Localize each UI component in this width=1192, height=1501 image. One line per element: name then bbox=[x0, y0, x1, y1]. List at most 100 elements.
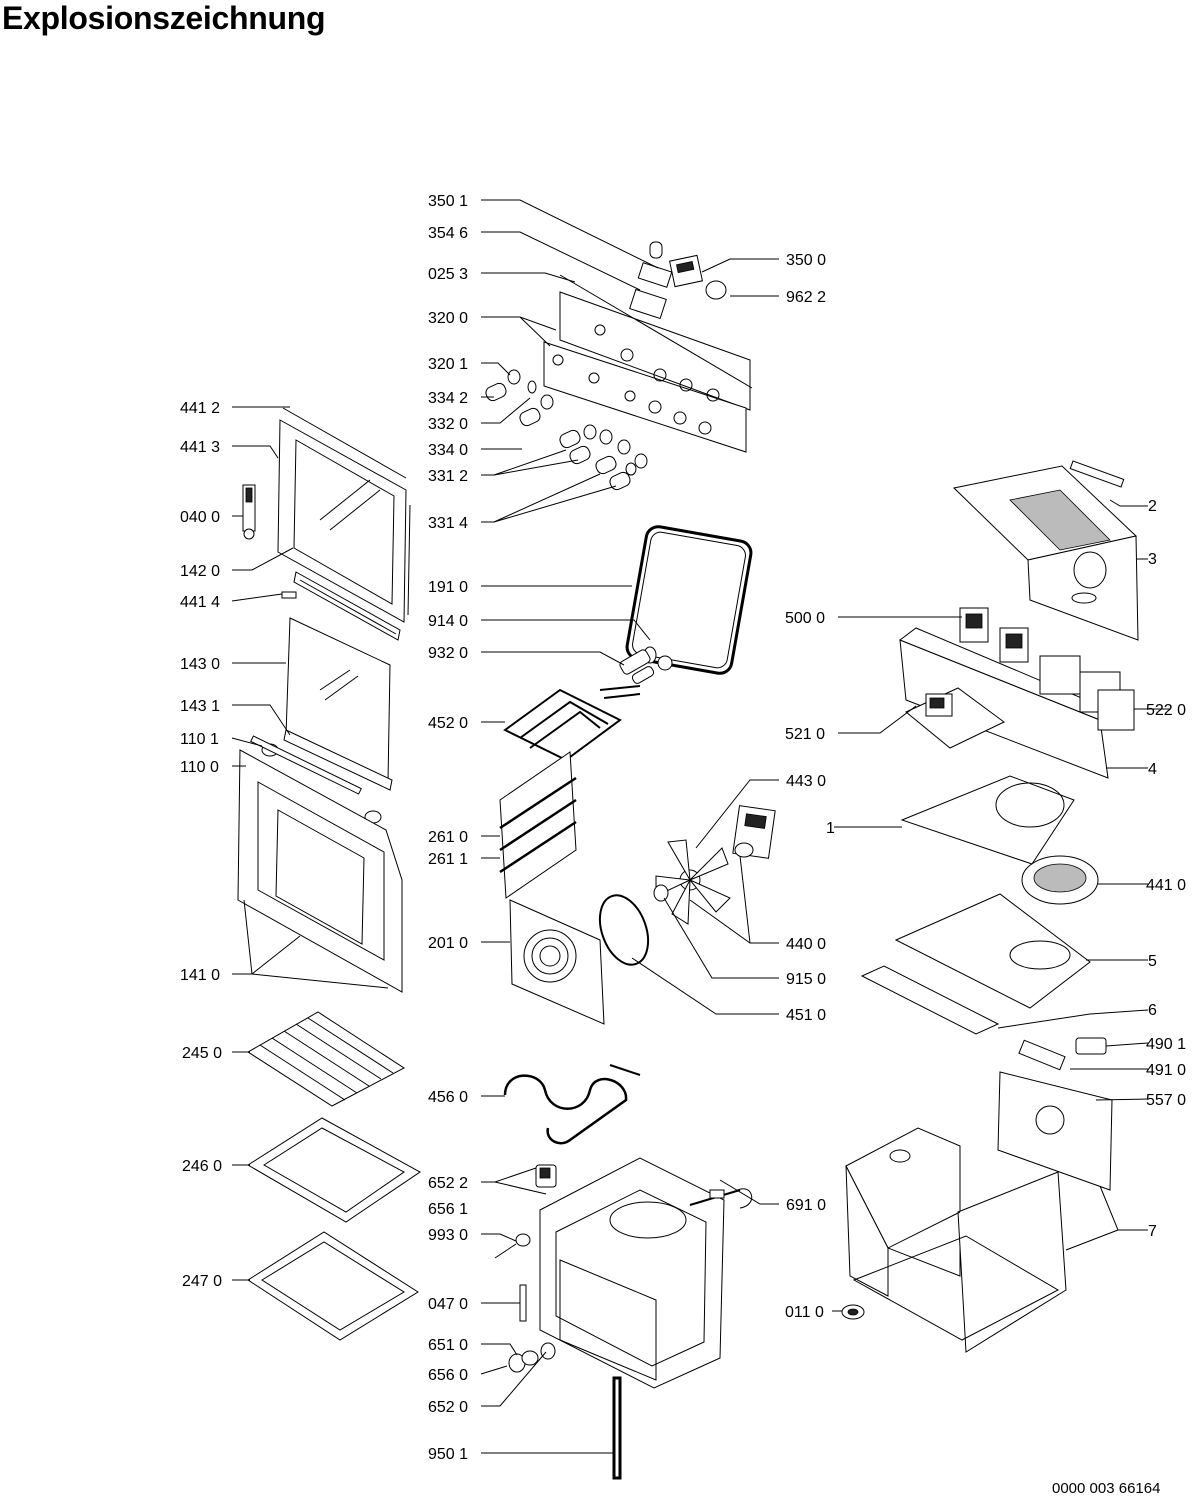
callout-350-1: 350 1 bbox=[428, 193, 468, 210]
control-panel-fascia bbox=[543, 274, 753, 453]
screw bbox=[494, 1233, 531, 1259]
callout-2: 2 bbox=[1148, 498, 1157, 515]
callout-441-4: 441 4 bbox=[180, 594, 220, 611]
callout-142-0: 142 0 bbox=[180, 563, 220, 580]
oven-door-seal bbox=[625, 525, 753, 675]
callout-354-6: 354 6 bbox=[428, 225, 468, 242]
lamp-and-cover bbox=[619, 646, 673, 684]
oven-cavity bbox=[539, 1157, 725, 1389]
callout-350-0: 350 0 bbox=[786, 252, 826, 269]
switch-parts bbox=[508, 1342, 556, 1373]
callout-331-4: 331 4 bbox=[428, 515, 468, 532]
callout-500-0: 500 0 bbox=[785, 610, 825, 627]
side-wall-back bbox=[997, 1071, 1113, 1191]
callout-656-0: 656 0 bbox=[428, 1367, 468, 1384]
callout-labels: 350 1 354 6 025 3 320 0 320 1 334 2 332 … bbox=[180, 193, 1186, 1463]
door-hinge bbox=[242, 484, 256, 540]
callout-247-0: 247 0 bbox=[182, 1273, 222, 1290]
leader-lines bbox=[231, 199, 1170, 1454]
callout-691-0: 691 0 bbox=[786, 1197, 826, 1214]
callout-246-0: 246 0 bbox=[182, 1158, 222, 1175]
fan-cover bbox=[900, 775, 1075, 865]
callout-915-0: 915 0 bbox=[786, 971, 826, 988]
callout-334-0: 334 0 bbox=[428, 442, 468, 459]
foot bbox=[841, 1304, 865, 1320]
callout-332-0: 332 0 bbox=[428, 416, 468, 433]
thermostat-bracket bbox=[535, 1164, 557, 1188]
top-cover-panel bbox=[952, 460, 1139, 641]
callout-441-3: 441 3 bbox=[180, 439, 220, 456]
callout-011-0: 011 0 bbox=[785, 1304, 824, 1321]
fan-motor bbox=[732, 805, 776, 859]
fan-wheel bbox=[653, 839, 731, 925]
clip-small bbox=[281, 591, 297, 599]
callout-452-0: 452 0 bbox=[428, 715, 468, 732]
callout-441-0: 441 0 bbox=[1146, 877, 1186, 894]
door-frame-top bbox=[277, 407, 411, 623]
callout-3: 3 bbox=[1148, 551, 1157, 568]
callout-950-1: 950 1 bbox=[428, 1446, 468, 1463]
callout-5: 5 bbox=[1148, 953, 1157, 970]
latch-rod bbox=[519, 1284, 527, 1322]
callout-261-0: 261 0 bbox=[428, 829, 468, 846]
seal-strip bbox=[612, 1376, 622, 1480]
callout-6: 6 bbox=[1148, 1002, 1157, 1019]
callout-334-2: 334 2 bbox=[428, 390, 468, 407]
callout-522-0: 522 0 bbox=[1146, 702, 1186, 719]
probe-socket bbox=[689, 1188, 753, 1209]
callout-451-0: 451 0 bbox=[786, 1007, 826, 1024]
callout-331-2: 331 2 bbox=[428, 468, 468, 485]
callout-993-0: 993 0 bbox=[428, 1227, 468, 1244]
callout-914-0: 914 0 bbox=[428, 613, 468, 630]
callout-320-1: 320 1 bbox=[428, 356, 468, 373]
relay-board bbox=[905, 687, 1005, 749]
callout-1: 1 bbox=[826, 820, 835, 837]
front-trim bbox=[860, 965, 1000, 1035]
callout-491-0: 491 0 bbox=[1146, 1062, 1186, 1079]
callout-962-2: 962 2 bbox=[786, 289, 826, 306]
callout-025-3: 025 3 bbox=[428, 266, 468, 283]
callout-652-2: 652 2 bbox=[428, 1175, 468, 1192]
drip-pan bbox=[247, 1231, 419, 1341]
shelf-runners bbox=[499, 751, 577, 899]
callout-143-1: 143 1 bbox=[180, 698, 220, 715]
callout-656-1: 656 1 bbox=[428, 1201, 468, 1218]
page-title: Explosionszeichnung bbox=[2, 0, 326, 36]
cooling-fan bbox=[1021, 855, 1099, 905]
callout-320-0: 320 0 bbox=[428, 310, 468, 327]
wire-shelf bbox=[247, 1011, 405, 1107]
callout-652-0: 652 0 bbox=[428, 1399, 468, 1416]
callout-456-0: 456 0 bbox=[428, 1089, 468, 1106]
callout-143-0: 143 0 bbox=[180, 656, 220, 673]
callout-441-2: 441 2 bbox=[180, 400, 220, 417]
callout-932-0: 932 0 bbox=[428, 645, 468, 662]
callout-040-0: 040 0 bbox=[180, 509, 220, 526]
outer-casing bbox=[845, 1127, 1067, 1353]
callout-261-1: 261 1 bbox=[428, 851, 468, 868]
knobs-and-rings bbox=[485, 369, 648, 491]
callout-490-1: 490 1 bbox=[1146, 1036, 1186, 1053]
callout-443-0: 443 0 bbox=[786, 773, 826, 790]
callout-245-0: 245 0 bbox=[182, 1045, 222, 1062]
fan-ring bbox=[598, 894, 650, 966]
document-number: 0000 003 66164 bbox=[1052, 1480, 1161, 1497]
callout-521-0: 521 0 bbox=[785, 726, 825, 743]
bottom-heating-element bbox=[503, 1064, 641, 1145]
door-outer-panel bbox=[237, 749, 403, 993]
callout-7: 7 bbox=[1148, 1223, 1157, 1240]
callout-110-1: 110 1 bbox=[180, 731, 219, 748]
callout-110-0: 110 0 bbox=[180, 759, 219, 776]
callout-191-0: 191 0 bbox=[428, 579, 468, 596]
callout-440-0: 440 0 bbox=[786, 936, 826, 953]
top-heating-element bbox=[503, 685, 641, 762]
door-seal-strip bbox=[293, 571, 401, 641]
insulation-plate bbox=[894, 893, 1091, 1009]
rear-panel bbox=[509, 899, 605, 1025]
glass-support-strip bbox=[250, 729, 393, 824]
callout-141-0: 141 0 bbox=[180, 967, 220, 984]
baking-tray bbox=[247, 1117, 421, 1223]
callout-201-0: 201 0 bbox=[428, 935, 468, 952]
callout-651-0: 651 0 bbox=[428, 1337, 468, 1354]
